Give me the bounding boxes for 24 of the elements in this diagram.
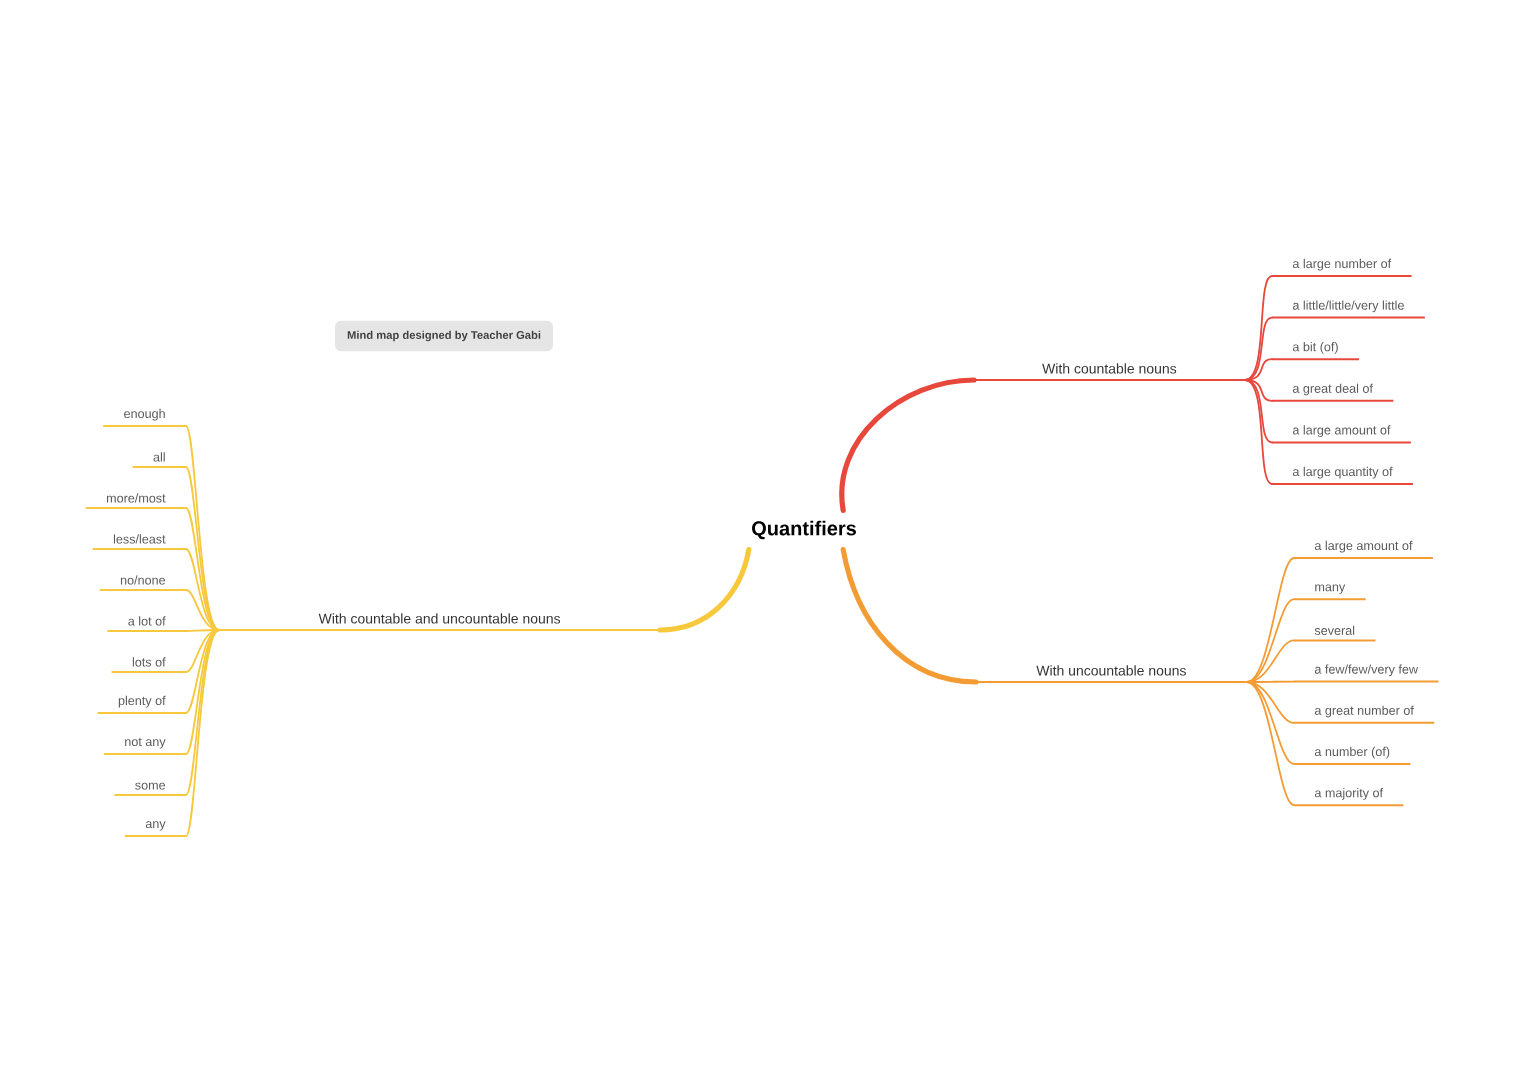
connector: [1243, 379, 1273, 485]
connector: [185, 629, 221, 796]
connector: [185, 629, 221, 837]
connector: [185, 548, 221, 631]
connector: [657, 547, 752, 633]
connector: [1245, 639, 1295, 683]
connector: [185, 507, 221, 631]
connector: [185, 589, 221, 631]
connector: [839, 377, 977, 513]
connector: [185, 466, 221, 631]
connector: [1245, 681, 1295, 724]
connector: [185, 629, 221, 755]
connector: [1243, 316, 1273, 381]
connector: [840, 547, 979, 685]
connector: [1243, 275, 1273, 381]
connector: [1243, 379, 1273, 402]
connector: [1245, 557, 1295, 683]
connector: [1245, 598, 1295, 683]
connector: [185, 629, 221, 673]
central-topic: Quantifiers: [752, 520, 856, 540]
connector: [1243, 379, 1273, 444]
connector: [1245, 681, 1295, 807]
connector: [185, 425, 221, 631]
connector: [1245, 681, 1295, 765]
